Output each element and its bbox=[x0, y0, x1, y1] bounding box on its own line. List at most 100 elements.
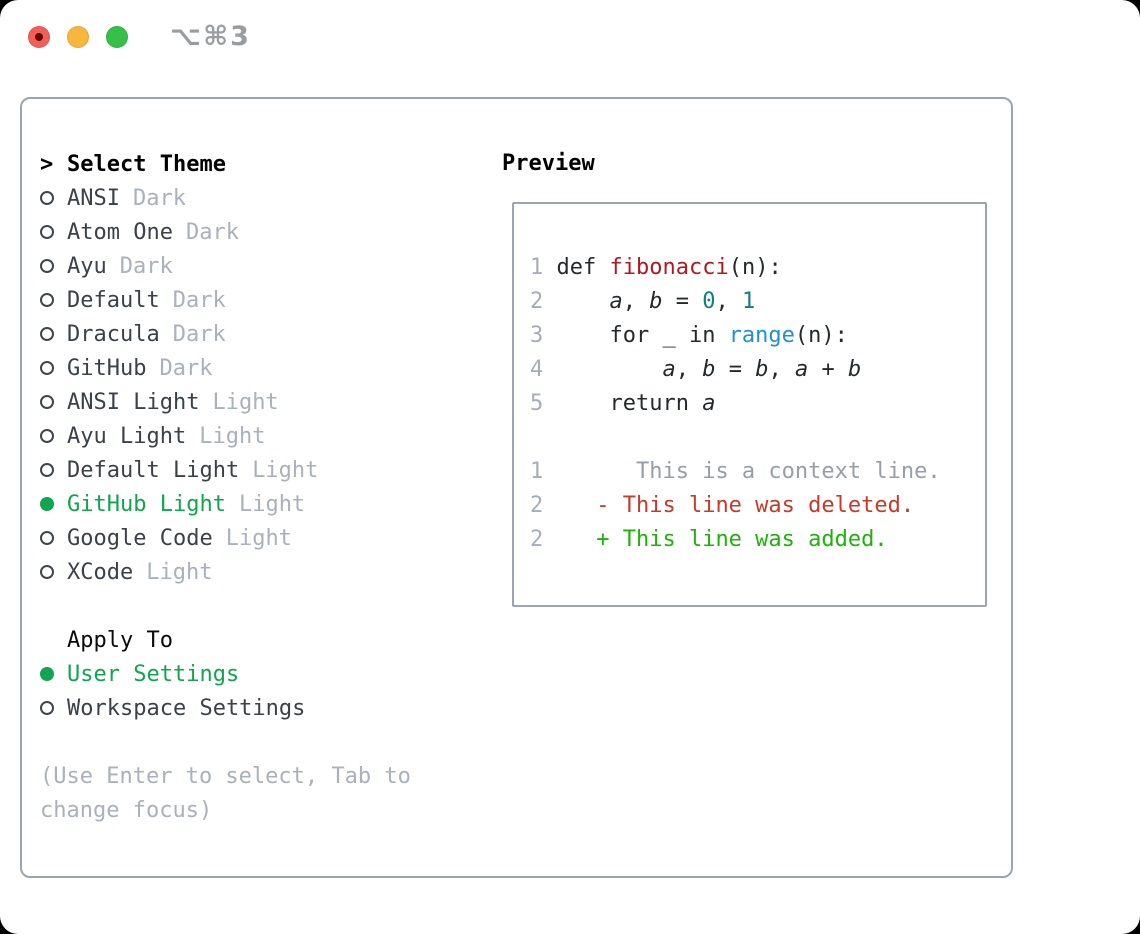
code-segment-variable: a bbox=[662, 357, 676, 382]
code-segment-plain bbox=[543, 357, 662, 382]
theme-name: Default Light bbox=[67, 457, 240, 483]
titlebar: ⌥⌘3 bbox=[0, 0, 1140, 75]
window-title: ⌥⌘3 bbox=[170, 21, 251, 52]
line-number: 2 bbox=[530, 289, 544, 314]
theme-option-ansi-light[interactable]: ANSI Light Light bbox=[40, 385, 411, 419]
code-line: 2 - This line was deleted. bbox=[530, 489, 985, 523]
code-segment-number: 1 bbox=[741, 289, 756, 314]
theme-variant: Dark bbox=[132, 185, 186, 211]
radio-unselected-icon bbox=[40, 361, 67, 375]
code-line: 2 + This line was added. bbox=[530, 523, 985, 557]
code-segment-plain bbox=[543, 289, 609, 314]
line-number: 1 bbox=[530, 255, 544, 280]
code-line: 4 a, b = b, a + b bbox=[530, 353, 985, 387]
code-segment-builtin: range bbox=[728, 323, 795, 348]
theme-variant: Light bbox=[225, 525, 292, 551]
line-number: 1 bbox=[530, 459, 544, 484]
theme-variant: Dark bbox=[159, 355, 213, 381]
code-segment-plain: , bbox=[622, 289, 650, 314]
preview-title: Preview bbox=[502, 151, 595, 176]
code-segment-plain bbox=[543, 493, 596, 518]
theme-variant: Dark bbox=[172, 287, 226, 313]
traffic-light-buttons bbox=[28, 26, 128, 48]
spacer bbox=[40, 725, 411, 759]
apply-to-header-row: Apply To bbox=[40, 623, 411, 657]
code-line: 3 for _ in range(n): bbox=[530, 319, 985, 353]
radio-unselected-icon bbox=[40, 701, 67, 715]
line-number: 4 bbox=[530, 357, 544, 382]
minimize-button[interactable] bbox=[67, 26, 89, 48]
code-line: 1 def fibonacci(n): bbox=[530, 251, 985, 285]
theme-variant: Light bbox=[199, 423, 266, 449]
select-theme-title: Select Theme bbox=[67, 151, 226, 177]
radio-unselected-icon bbox=[40, 429, 67, 443]
code-segment-variable: b bbox=[755, 357, 769, 382]
code-segment-variable: b bbox=[649, 289, 663, 314]
help-line-1: (Use Enter to select, Tab to bbox=[40, 763, 411, 789]
theme-name: ANSI Light bbox=[67, 389, 200, 415]
theme-variant: Dark bbox=[172, 321, 226, 347]
line-number: 3 bbox=[530, 323, 544, 348]
theme-option-ayu-light[interactable]: Ayu Light Light bbox=[40, 419, 411, 453]
select-theme-header: > Select Theme bbox=[40, 147, 411, 181]
theme-name: Ayu Light bbox=[67, 423, 187, 449]
radio-unselected-icon bbox=[40, 463, 67, 477]
cursor-icon: > bbox=[40, 151, 54, 177]
apply-to-title: Apply To bbox=[67, 627, 173, 653]
line-number: 5 bbox=[530, 391, 544, 416]
radio-unselected-icon bbox=[40, 531, 67, 545]
theme-name: GitHub Light bbox=[67, 491, 226, 517]
code-segment-plain: (n): bbox=[728, 255, 782, 280]
code-segment-deleted: - This line was deleted. bbox=[596, 493, 915, 518]
theme-variant: Light bbox=[146, 559, 213, 585]
theme-option-xcode[interactable]: XCode Light bbox=[40, 555, 411, 589]
code-segment-variable: b bbox=[847, 357, 862, 382]
apply-option-label: Workspace Settings bbox=[67, 695, 306, 721]
theme-option-default[interactable]: Default Dark bbox=[40, 283, 411, 317]
theme-option-google-code[interactable]: Google Code Light bbox=[40, 521, 411, 555]
theme-name: ANSI bbox=[67, 185, 120, 211]
code-segment-variable: b bbox=[702, 357, 716, 382]
code-segment-context: This is a context line. bbox=[635, 459, 941, 484]
code-segment-plain: + bbox=[808, 357, 848, 382]
code-segment-plain: = bbox=[715, 357, 756, 382]
apply-option-workspace-settings[interactable]: Workspace Settings bbox=[40, 691, 411, 725]
theme-variant: Dark bbox=[119, 253, 173, 279]
code-segment-variable: a bbox=[702, 391, 716, 416]
code-segment-plain: = bbox=[662, 289, 703, 314]
apply-option-label: User Settings bbox=[67, 661, 240, 687]
line-number: 2 bbox=[530, 527, 544, 552]
theme-name: XCode bbox=[67, 559, 134, 585]
code-segment-variable: a bbox=[609, 289, 623, 314]
theme-variant: Light bbox=[252, 457, 319, 483]
code-segment-variable: a bbox=[794, 357, 809, 382]
apply-option-user-settings[interactable]: User Settings bbox=[40, 657, 411, 691]
code-segment-number: 0 bbox=[702, 289, 716, 314]
close-button[interactable] bbox=[28, 26, 50, 48]
code-segment-plain bbox=[543, 527, 596, 552]
code-line: 2 a, b = 0, 1 bbox=[530, 285, 985, 319]
theme-variant: Light bbox=[212, 389, 279, 415]
theme-name: Google Code bbox=[67, 525, 213, 551]
code-line bbox=[530, 421, 985, 455]
theme-name: Default bbox=[67, 287, 160, 313]
theme-option-ansi[interactable]: ANSI Dark bbox=[40, 181, 411, 215]
theme-option-default-light[interactable]: Default Light Light bbox=[40, 453, 411, 487]
radio-unselected-icon bbox=[40, 191, 67, 205]
code-segment-plain: , bbox=[715, 289, 742, 314]
code-segment-plain: for _ in bbox=[543, 323, 729, 348]
zoom-button[interactable] bbox=[106, 26, 128, 48]
radio-selected-icon bbox=[40, 497, 67, 511]
